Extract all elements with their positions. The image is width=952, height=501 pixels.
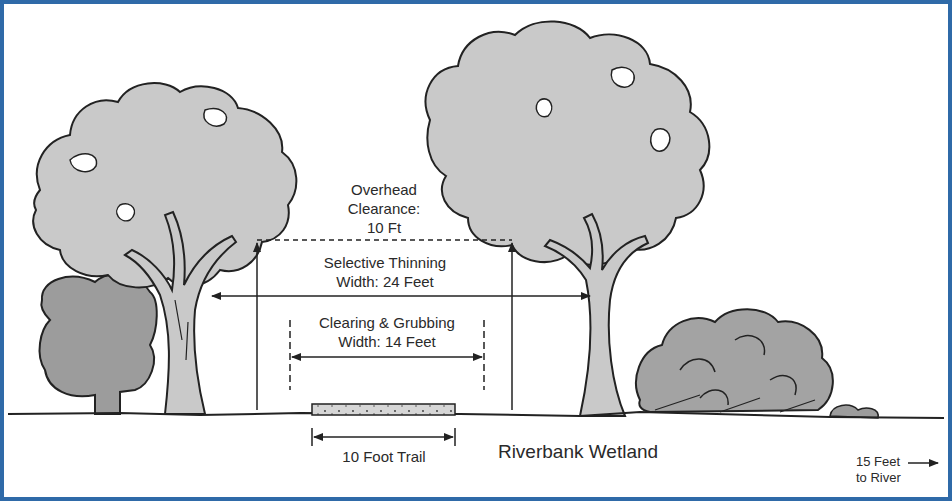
dimension-arrow <box>292 356 482 358</box>
clearance-label: Overhead Clearance: 10 Ft <box>336 180 432 237</box>
background-tree <box>40 275 157 414</box>
river-distance-label: 15 Feet to River <box>854 454 912 486</box>
wetland-label: Riverbank Wetland <box>483 440 673 463</box>
canopy-gap <box>70 109 227 221</box>
canopy-gap <box>536 67 670 151</box>
direction-arrow <box>908 462 938 464</box>
ground-line <box>8 412 944 418</box>
wetland-shrub <box>636 309 833 412</box>
grubbing-width-label: Clearing & Grubbing Width: 14 Feet <box>306 313 468 351</box>
trail-surface <box>312 404 455 415</box>
tree-canopy <box>426 21 710 264</box>
tree-trunk <box>545 214 648 416</box>
tree-trunk <box>125 212 236 414</box>
clearance-line <box>257 239 512 241</box>
dimension-arrow <box>511 243 513 410</box>
trail-width-label: 10 Foot Trail <box>324 447 444 466</box>
dimension-arrow <box>256 243 258 410</box>
dimension-arrow <box>212 295 590 297</box>
thinning-width-label: Selective Thinning Width: 24 Feet <box>310 253 460 291</box>
dimension-arrow <box>314 436 453 438</box>
dimension-tick <box>312 428 455 446</box>
